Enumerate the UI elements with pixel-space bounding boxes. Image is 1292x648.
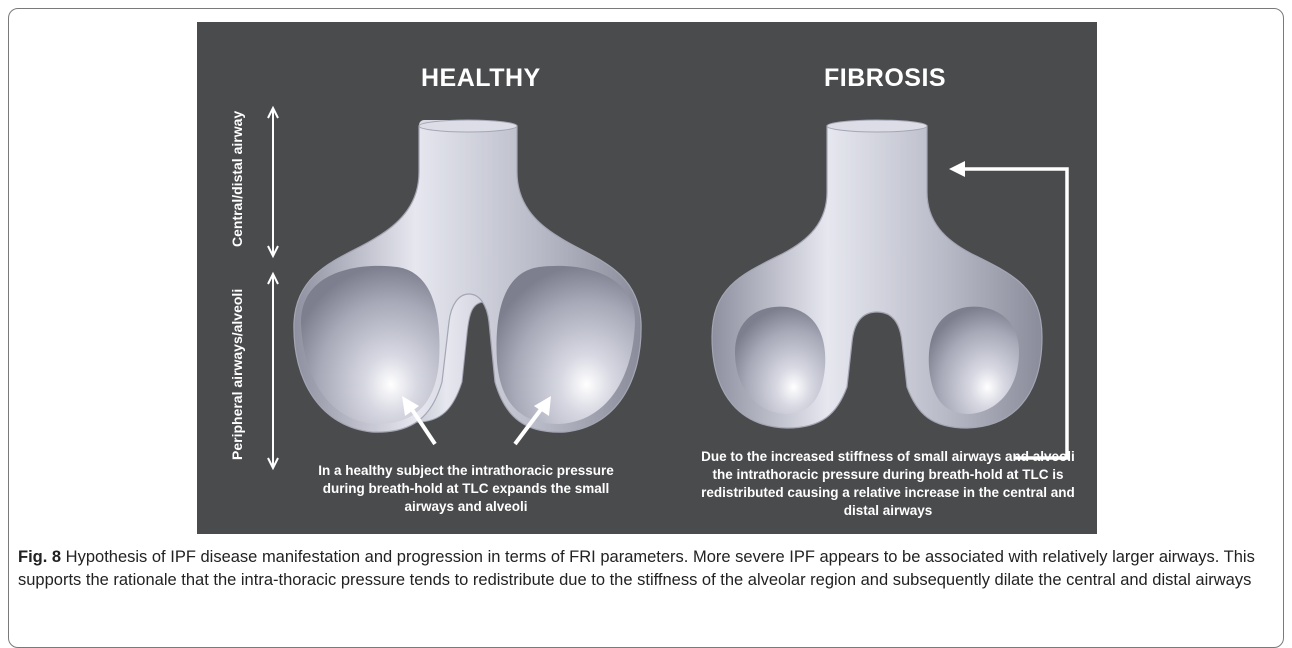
- healthy-title: HEALTHY: [421, 64, 541, 93]
- caption-text: Hypothesis of IPF disease manifestation …: [18, 548, 1255, 589]
- peripheral-airway-span-arrow: [268, 274, 278, 468]
- fibrosis-title: FIBROSIS: [824, 64, 946, 93]
- central-airway-span-arrow: [268, 108, 278, 256]
- peripheral-airway-label: Peripheral airways/alveoli: [229, 289, 245, 460]
- figure-image: HEALTHY FIBROSIS Central/distal airway P…: [197, 22, 1097, 534]
- figure-label: Fig. 8: [18, 548, 61, 566]
- central-airway-label: Central/distal airway: [229, 111, 245, 247]
- fibrosis-note: Due to the increased stiffness of small …: [697, 448, 1079, 520]
- healthy-note: In a healthy subject the intrathoracic p…: [307, 462, 625, 516]
- figure-caption: Fig. 8 Hypothesis of IPF disease manifes…: [18, 546, 1268, 592]
- healthy-trachea: [294, 120, 641, 432]
- fibrosis-airway-shape: [712, 120, 1042, 428]
